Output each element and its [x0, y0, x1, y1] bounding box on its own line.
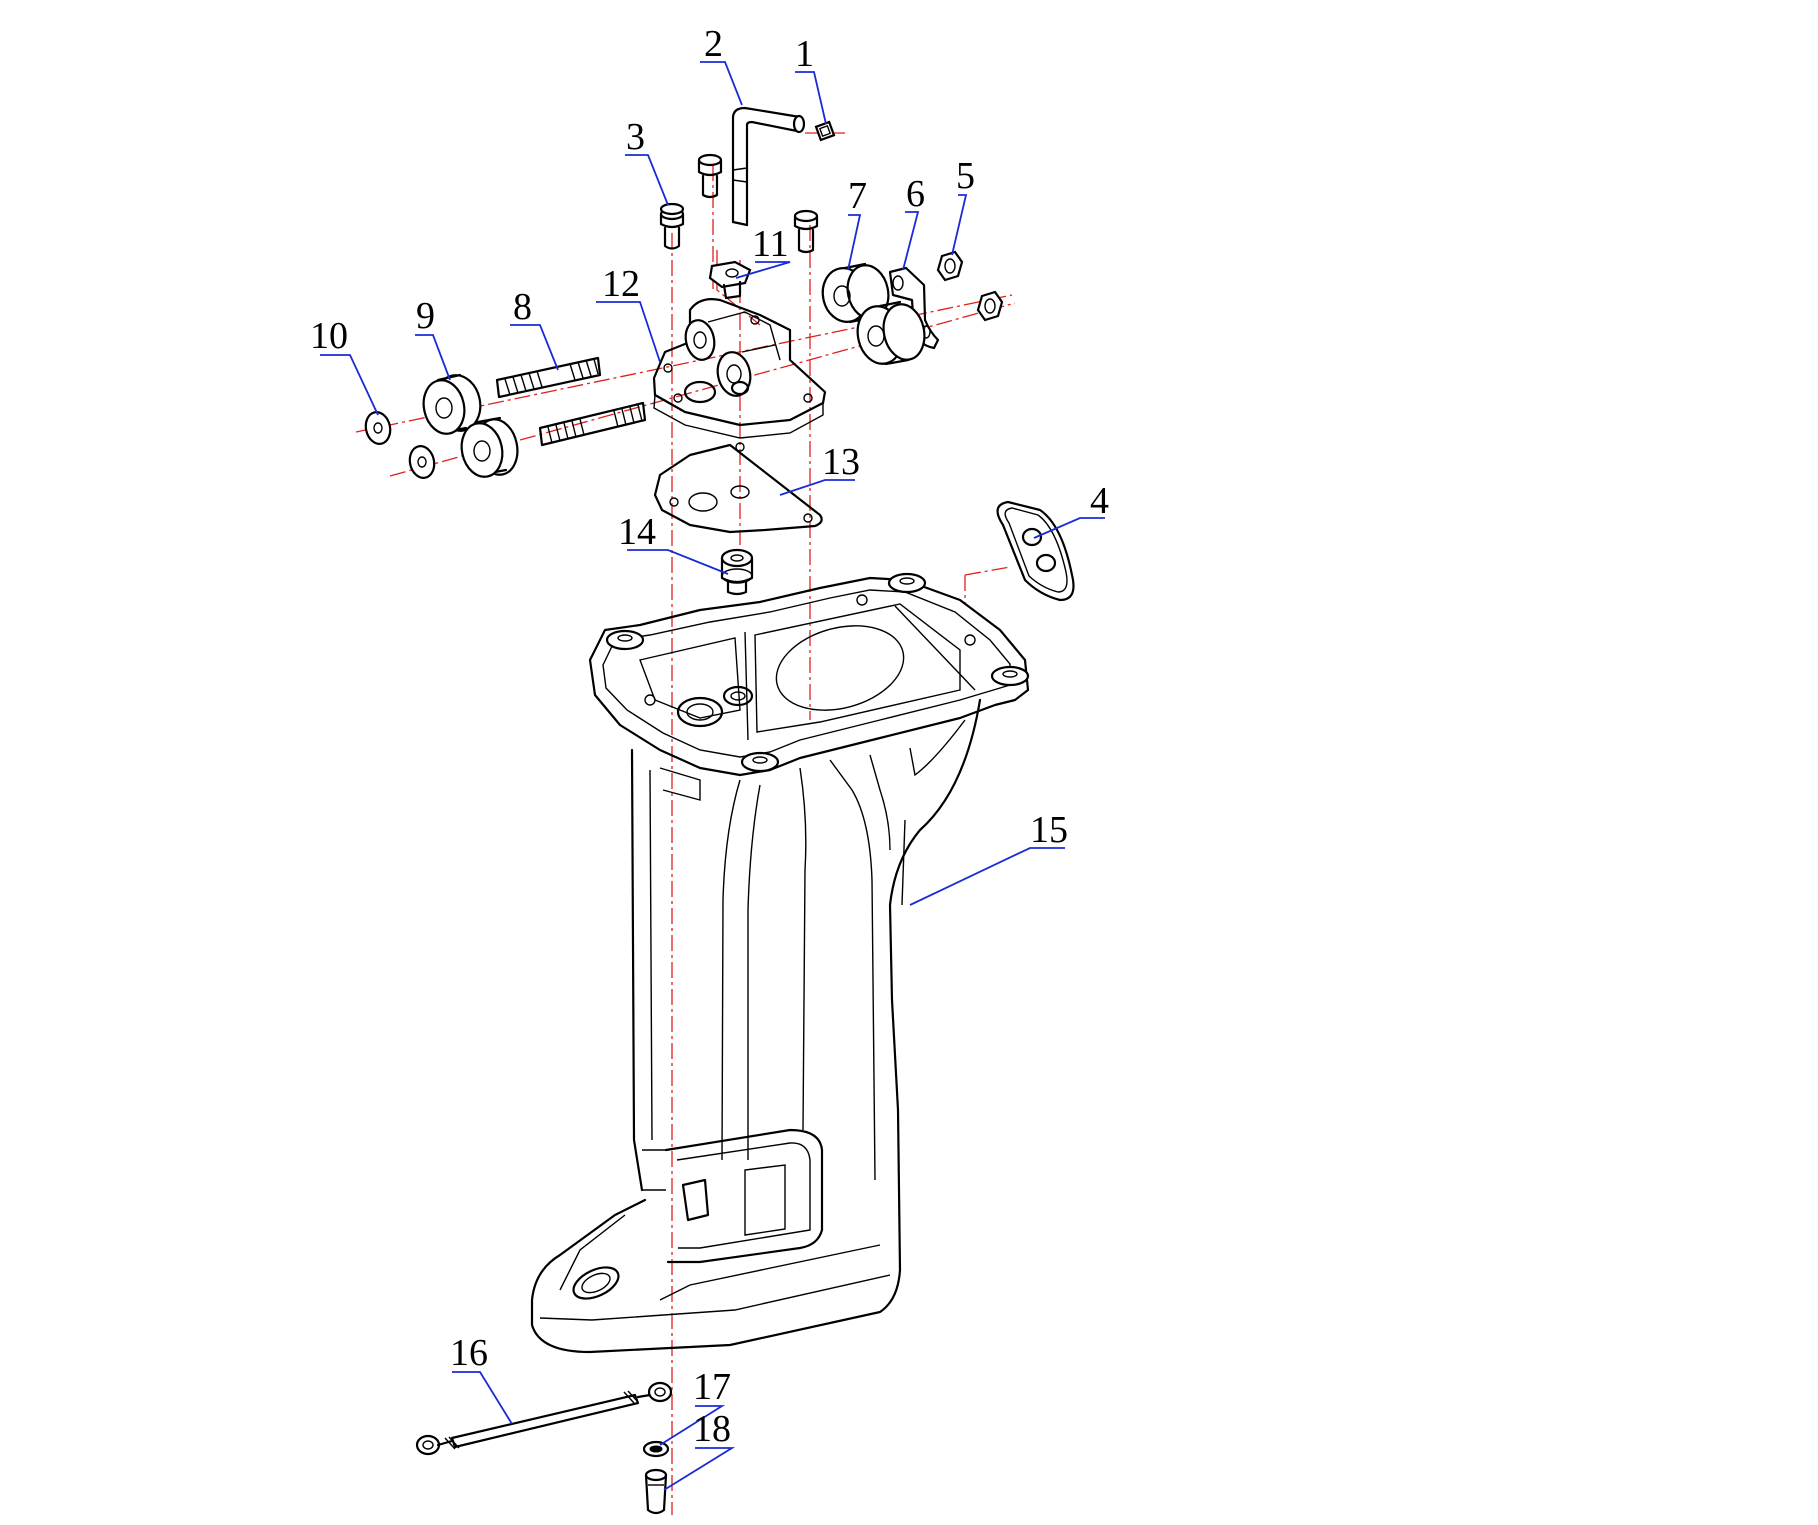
callout-10: 10 [310, 315, 348, 357]
leader-7 [847, 214, 862, 271]
part-10-washers [364, 411, 436, 479]
part-2-bent-rod [731, 106, 806, 227]
callout-9: 9 [416, 295, 435, 337]
part-4-plate [996, 500, 1075, 602]
part-7-mounts [821, 262, 926, 366]
leader-2 [700, 61, 743, 106]
callout-16: 16 [450, 1332, 488, 1374]
bolt [659, 202, 685, 250]
leader-17 [659, 1405, 726, 1446]
leader-14 [627, 549, 729, 575]
part-8-studs [495, 356, 647, 447]
callout-7: 7 [848, 175, 867, 217]
leader-9 [415, 334, 451, 381]
bolt [793, 209, 819, 254]
callout-11: 11 [752, 223, 789, 265]
leader-1 [795, 71, 827, 125]
leader-18 [663, 1447, 736, 1491]
part-13-gasket [653, 442, 823, 534]
leader-11 [735, 261, 791, 279]
leader-3 [625, 154, 669, 206]
leader-8 [510, 324, 559, 371]
callout-labels: 1 2 3 4 5 6 7 8 9 10 11 12 13 14 15 16 1… [310, 23, 1109, 1450]
boss [605, 629, 645, 651]
leader-13 [779, 479, 855, 496]
callout-8: 8 [513, 286, 532, 328]
callout-4: 4 [1090, 480, 1109, 522]
part-12-mount-bracket [652, 298, 827, 439]
part-14-grommet [720, 548, 754, 596]
callout-12: 12 [602, 263, 640, 305]
callout-1: 1 [795, 33, 814, 75]
part-17-washer [642, 1440, 670, 1458]
part-18-screw [644, 1468, 668, 1515]
callout-15: 15 [1030, 809, 1068, 851]
callout-2: 2 [704, 23, 723, 65]
leader-5 [951, 194, 968, 256]
part-16-ground-cable [415, 1381, 673, 1456]
part-15-housing [530, 572, 1030, 1354]
leader-6 [902, 211, 920, 271]
callout-6: 6 [906, 173, 925, 215]
callout-14: 14 [618, 511, 656, 553]
boss [990, 665, 1030, 687]
leader-lines [320, 61, 1105, 1491]
bolt [697, 153, 723, 199]
callout-17: 17 [693, 1366, 731, 1408]
callout-13: 13 [822, 441, 860, 483]
leader-4 [1033, 517, 1105, 539]
part-3-bolts [659, 153, 819, 254]
boss [740, 751, 780, 773]
leader-15 [909, 847, 1065, 906]
leader-16 [452, 1371, 513, 1425]
part-5-nuts [936, 250, 1004, 322]
callout-5: 5 [956, 155, 975, 197]
leader-12 [596, 301, 661, 363]
boss [887, 572, 927, 594]
callout-3: 3 [626, 116, 645, 158]
part-11-fitting [708, 260, 752, 300]
callout-18: 18 [693, 1408, 731, 1450]
part-9-mounts [422, 373, 519, 478]
part-1-small-nut [814, 120, 836, 142]
leader-10 [320, 354, 379, 416]
